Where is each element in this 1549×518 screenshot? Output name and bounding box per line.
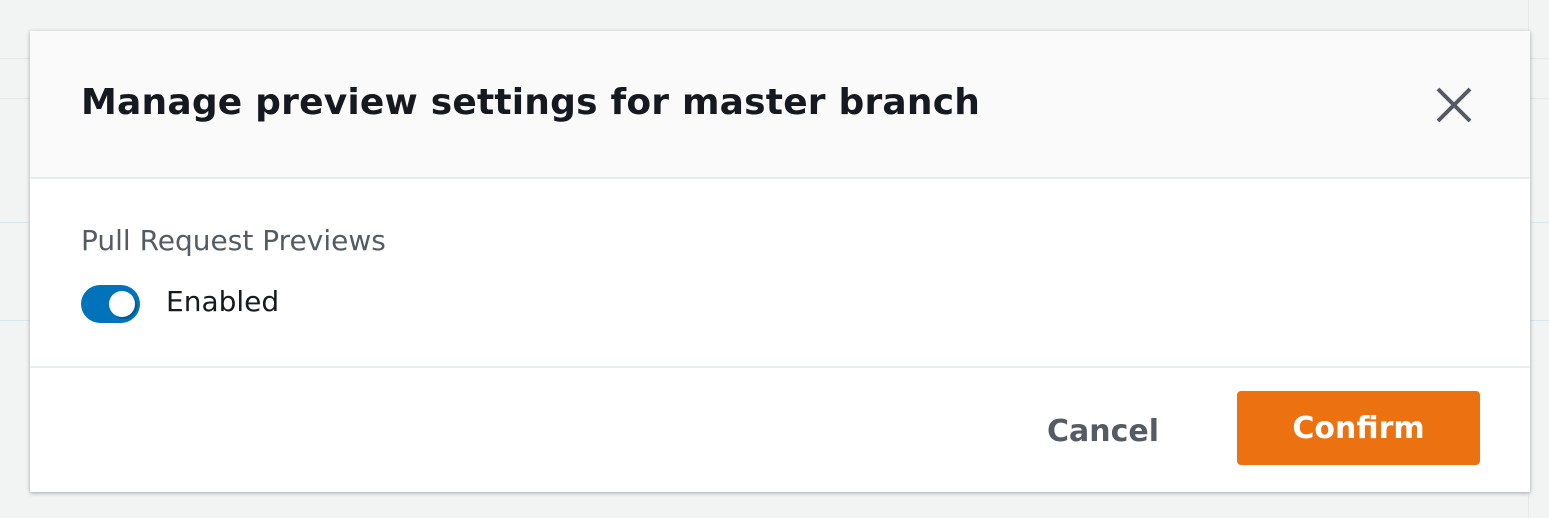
modal-footer: Cancel Confirm <box>30 368 1530 492</box>
cancel-button[interactable]: Cancel <box>1033 411 1173 451</box>
close-icon <box>1436 87 1472 123</box>
pull-request-previews-toggle[interactable] <box>81 285 140 323</box>
toggle-label: Enabled <box>166 285 280 318</box>
modal-body: Pull Request Previews Enabled <box>30 179 1530 368</box>
toggle-knob <box>109 291 135 317</box>
preview-settings-modal: Manage preview settings for master branc… <box>30 31 1530 492</box>
pull-request-previews-label: Pull Request Previews <box>81 224 386 257</box>
confirm-button[interactable]: Confirm <box>1237 391 1480 465</box>
close-button[interactable] <box>1434 85 1474 125</box>
modal-title: Manage preview settings for master branc… <box>81 82 981 123</box>
modal-header: Manage preview settings for master branc… <box>30 31 1530 179</box>
